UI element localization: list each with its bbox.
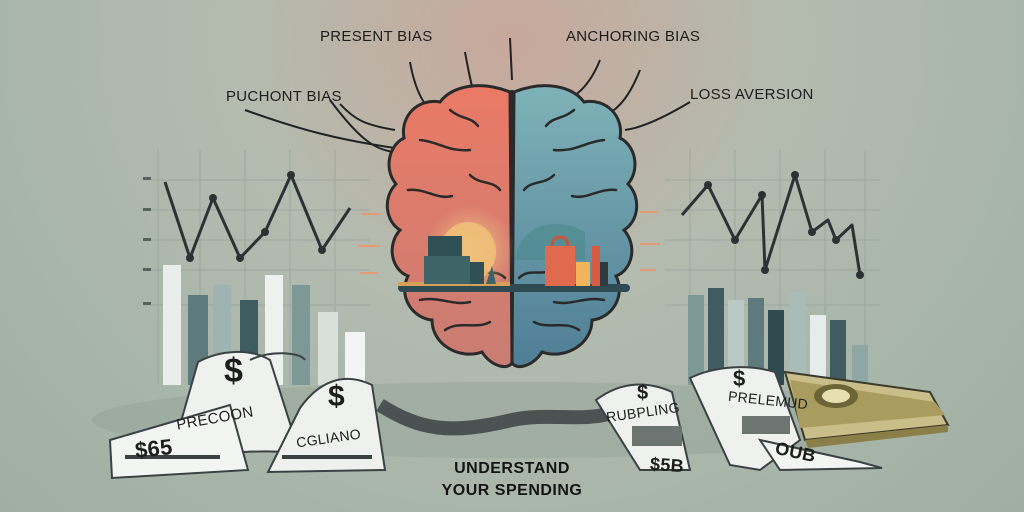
left-line-chart	[163, 173, 352, 260]
receipt-4-dollar: $	[733, 366, 746, 391]
brain-right-hemisphere	[510, 84, 639, 369]
label-loss-aversion: LOSS AVERSION	[690, 86, 814, 103]
label-puchont-bias: PUCHONT BIAS	[226, 88, 342, 105]
right-bar-chart	[688, 288, 868, 385]
receipt-3	[594, 383, 692, 471]
receipt-3-dollar: $	[637, 382, 649, 404]
headline-line-2: YOUR SPENDING	[441, 482, 583, 499]
left-bar	[292, 285, 310, 385]
headline-line-1: UNDERSTAND	[454, 460, 570, 477]
left-axis-ticks	[143, 177, 151, 305]
shopping-bags-icon	[424, 236, 496, 284]
label-present-bias: PRESENT BIAS	[320, 28, 433, 45]
left-bar	[318, 312, 338, 385]
left-grid	[150, 150, 370, 385]
right-bar	[768, 310, 784, 385]
right-bar	[688, 295, 704, 385]
right-bar	[852, 345, 868, 385]
right-bar	[748, 298, 764, 385]
receipt-1	[108, 350, 306, 480]
receipt-1-amount: $65	[133, 434, 174, 463]
receipt-3-amount: $5B	[649, 453, 685, 477]
receipt-2-dollar: $	[328, 380, 345, 413]
receipt-4	[688, 366, 883, 472]
right-bar	[830, 320, 846, 385]
left-bar	[265, 275, 283, 385]
right-bar	[790, 292, 806, 385]
spark-dashes	[358, 211, 660, 274]
receipt-2	[266, 377, 387, 474]
right-bar	[708, 288, 724, 385]
label-anchoring-bias: ANCHORING BIAS	[566, 28, 701, 45]
right-line-chart	[680, 173, 862, 276]
right-bar	[728, 300, 744, 385]
left-bar	[163, 265, 181, 385]
brain-illustration	[385, 84, 639, 369]
headline: UNDERSTAND YOUR SPENDING	[412, 458, 612, 502]
cash-stack-icon	[783, 370, 950, 448]
right-bar	[810, 315, 826, 385]
receipt-1-dollar: $	[224, 352, 244, 390]
gift-items-icon	[545, 235, 608, 286]
left-bar	[345, 332, 365, 385]
